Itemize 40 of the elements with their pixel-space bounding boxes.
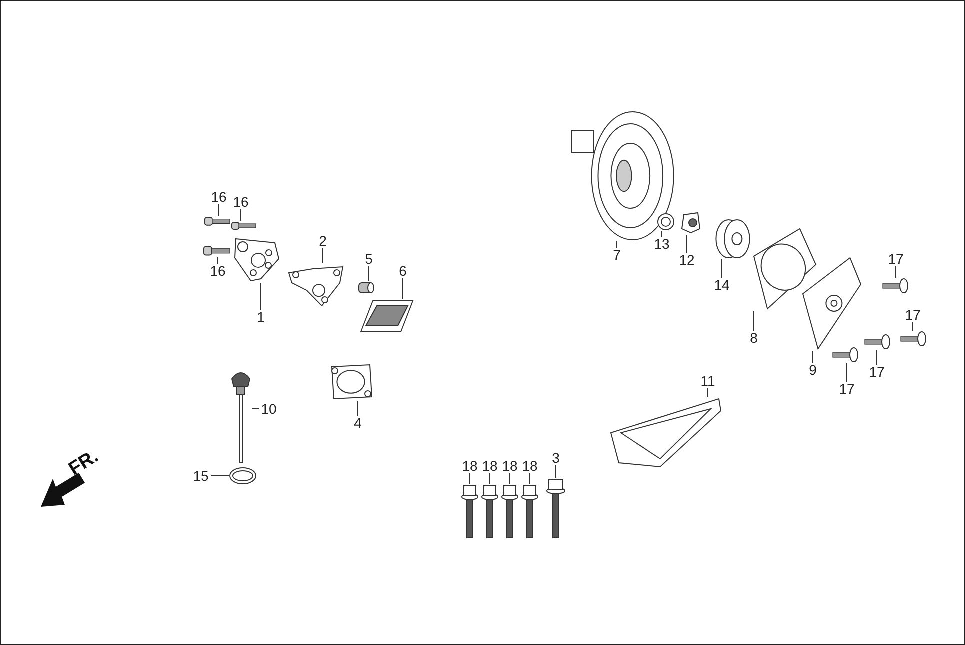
callout-number: 2 bbox=[317, 233, 329, 249]
callout-number: 16 bbox=[208, 263, 228, 279]
leader-line bbox=[260, 282, 262, 310]
leader-line bbox=[402, 278, 404, 300]
leader-line bbox=[616, 240, 618, 248]
callout-number: 4 bbox=[352, 415, 364, 431]
leader-line bbox=[252, 408, 260, 410]
callout-number: 17 bbox=[837, 381, 857, 397]
leader-line bbox=[686, 234, 688, 254]
callout-number: 9 bbox=[807, 362, 819, 378]
leader-line bbox=[846, 362, 848, 382]
direction-label: FR. bbox=[65, 446, 103, 481]
callout-number: 5 bbox=[363, 251, 375, 267]
callout-number: 18 bbox=[520, 458, 540, 474]
callout-number: 14 bbox=[712, 277, 732, 293]
callout-number: 17 bbox=[867, 364, 887, 380]
leader-line bbox=[218, 204, 220, 216]
callout-number: 8 bbox=[748, 330, 760, 346]
callout-number: 16 bbox=[231, 194, 251, 210]
leader-line bbox=[240, 208, 242, 222]
callout-number: 17 bbox=[903, 307, 923, 323]
callout-number: 18 bbox=[500, 458, 520, 474]
callout-number: 17 bbox=[886, 251, 906, 267]
callout-number: 16 bbox=[209, 189, 229, 205]
leader-line bbox=[876, 350, 878, 366]
callout-number: 10 bbox=[259, 401, 279, 417]
leader-line bbox=[812, 350, 814, 364]
callout-number: 3 bbox=[550, 450, 562, 466]
leader-line bbox=[322, 248, 324, 264]
leader-line bbox=[912, 322, 914, 332]
callout-number: 6 bbox=[397, 263, 409, 279]
callout-number: 15 bbox=[191, 468, 211, 484]
callout-number: 12 bbox=[677, 252, 697, 268]
callout-number: 7 bbox=[611, 247, 623, 263]
callout-number: 18 bbox=[460, 458, 480, 474]
callout-number: 11 bbox=[698, 373, 718, 389]
callout-number: 1 bbox=[255, 309, 267, 325]
leader-line bbox=[368, 266, 370, 282]
callout-number: 13 bbox=[652, 236, 672, 252]
callout-number: 18 bbox=[480, 458, 500, 474]
